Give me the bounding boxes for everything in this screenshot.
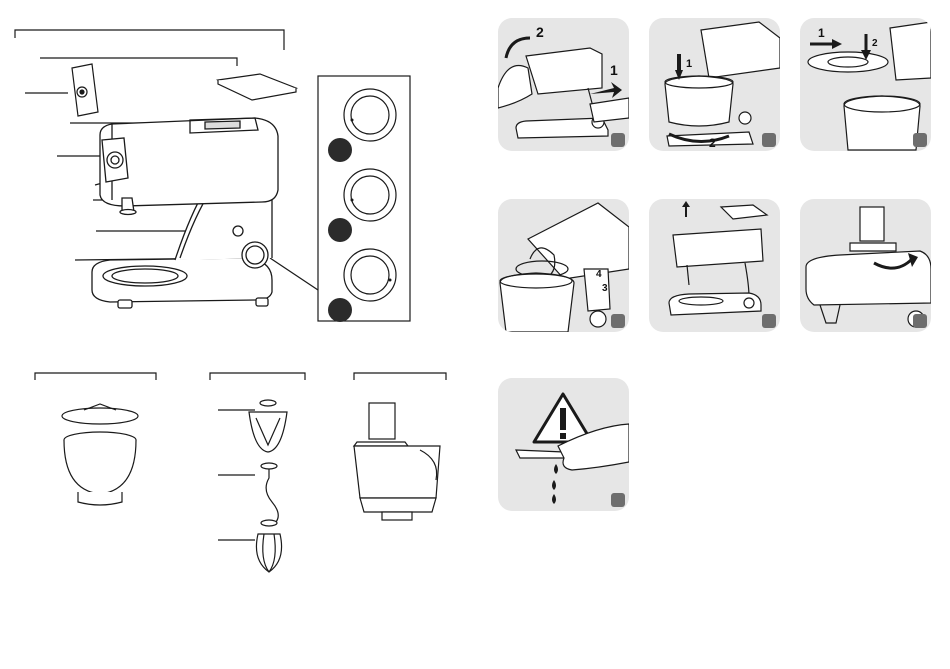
step-badge [913,314,927,328]
step-badge [611,493,625,507]
step-panel-1: 2 1 [498,18,629,151]
step-number: 2 [709,136,716,150]
step-badge [762,314,776,328]
stand-mixer [92,118,278,308]
step-number: 1 [686,58,692,70]
step-number: 1 [610,62,618,78]
water-drop-icon [552,464,558,504]
step-panel-2: 1 2 [649,18,780,151]
step-number: 1 [818,26,825,40]
mixing-tools [249,400,287,572]
step-number: 2 [536,24,544,40]
step-badge [611,314,625,328]
step-badge [611,133,625,147]
mixer-parts-diagram [0,0,460,669]
step-number: 3 [602,283,608,294]
warning-panel [498,378,629,511]
speed-panel [318,76,410,322]
step-badge [913,133,927,147]
step-panel-3: 1 2 [800,18,931,151]
outlet-cover [72,64,98,116]
step-panel-4: 4 3 [498,199,629,332]
step-panel-5 [649,199,780,332]
step-number: 4 [596,269,602,280]
step-badge [762,133,776,147]
top-lid [218,74,296,100]
step-number: 2 [872,38,878,49]
mixing-bowl [62,404,138,505]
step-panel-6 [800,199,931,332]
food-processor [354,403,440,520]
